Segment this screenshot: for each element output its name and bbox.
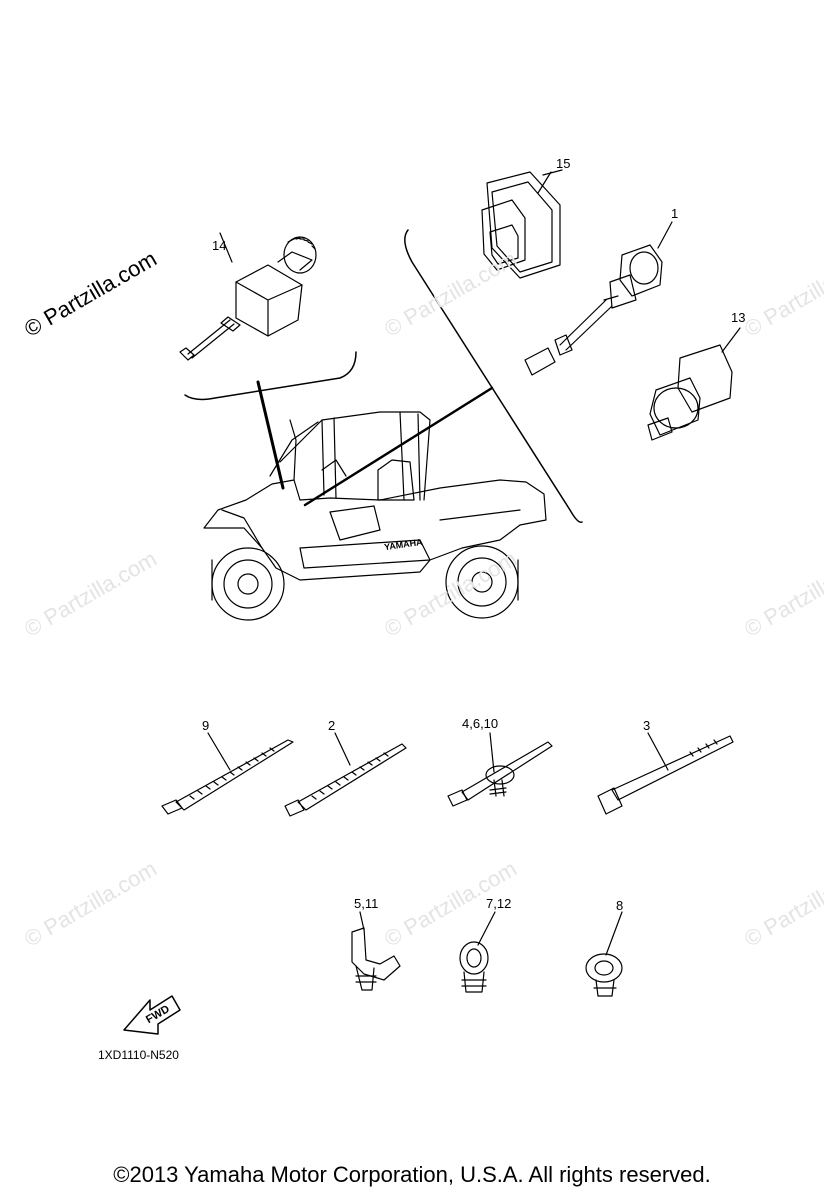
callout-3: 3	[643, 718, 651, 733]
part-13-sensor	[647, 327, 741, 441]
copyright-footer: ©2013 Yamaha Motor Corporation, U.S.A. A…	[113, 1162, 711, 1187]
part-4-6-10-cable-tie	[447, 732, 553, 807]
callout-13: 13	[731, 310, 746, 325]
part-15-module	[481, 169, 563, 279]
part-7-12-clip	[459, 911, 496, 993]
detail-bracket-left	[184, 351, 357, 401]
part-14-switch	[179, 232, 317, 361]
leader-line-left	[256, 380, 285, 490]
callout-9: 9	[202, 718, 210, 733]
callout-7-12: 7,12	[486, 896, 512, 911]
callout-8: 8	[616, 898, 624, 913]
vehicle-brand-label: YAMAHA	[383, 537, 423, 552]
part-2-cable-tie	[284, 732, 407, 817]
callout-5-11: 5,11	[354, 896, 379, 911]
part-8-clip	[585, 911, 623, 997]
fwd-arrow	[123, 995, 181, 1035]
fwd-label: FWD	[144, 1003, 172, 1026]
diagram-code: 1XD1110-N520	[98, 1048, 179, 1062]
leader-line-right	[303, 386, 494, 507]
part-3-cable-tie	[597, 732, 734, 815]
callout-14: 14	[212, 238, 227, 253]
part-1-socket	[524, 221, 673, 376]
vehicle-side-by-side	[203, 411, 547, 621]
part-9-cable-tie	[161, 732, 294, 815]
detail-bracket-right	[404, 229, 583, 523]
part-5-11-clip	[351, 911, 401, 991]
callout-2: 2	[328, 718, 336, 733]
callout-4-6-10: 4,6,10	[462, 716, 499, 731]
callout-1: 1	[671, 206, 679, 221]
callout-15: 15	[556, 156, 571, 171]
